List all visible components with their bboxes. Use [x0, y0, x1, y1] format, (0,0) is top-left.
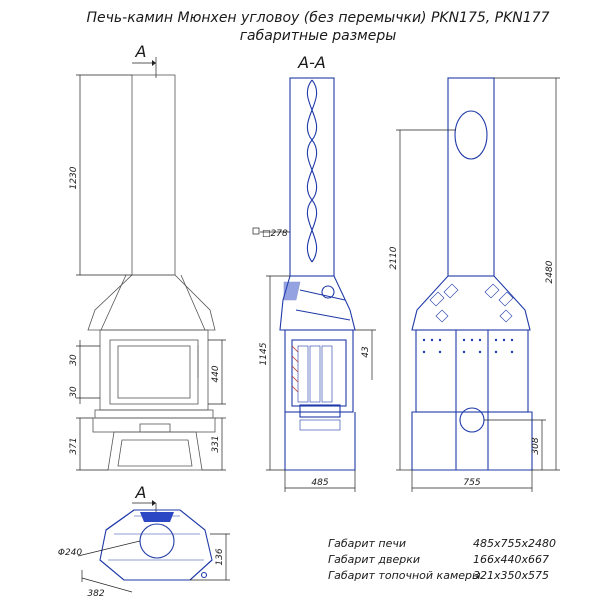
dim-total-height: 2480 [545, 260, 555, 283]
spec-value: 485x755x2480 [473, 537, 556, 550]
drawing-subtitle: габаритные размеры [240, 28, 397, 44]
plan-view: A Φ240 136 382 [58, 483, 230, 599]
dim-door-base: 331 [211, 435, 221, 452]
dim-tile-offset: 43 [361, 346, 371, 358]
section-label: A-A [297, 53, 326, 72]
dim-top-gap: 30 [69, 354, 79, 366]
rear-view: 2110 2480 308 755 [389, 77, 560, 492]
dim-body-height: 1145 [259, 342, 269, 365]
drawing-title: Печь-камин Мюнхен угловоу (без перемычки… [87, 10, 550, 26]
section-view: A-A □278 1145 43 485 [252, 53, 376, 492]
cut-label-bottom: A [135, 483, 147, 502]
dim-door-height: 440 [211, 365, 221, 382]
spec-label: Габарит топочной камеры [328, 569, 481, 582]
front-view: A 1230 30 30 440 [69, 42, 226, 471]
spec-value: 166x440x667 [473, 553, 549, 566]
dim-plan-width: 382 [87, 589, 104, 599]
dim-base-height: 371 [69, 437, 79, 454]
dim-total-to-hood: 2110 [389, 246, 399, 269]
spec-label: Габарит печи [328, 537, 406, 550]
spec-value: 321x350x575 [473, 569, 549, 582]
specs-table: Габарит печи 485x755x2480 Габарит дверки… [328, 537, 556, 582]
dim-flue-diameter: Φ240 [58, 548, 83, 558]
dim-plan-depth: 136 [215, 548, 225, 565]
dim-bottom-gap: 30 [69, 386, 79, 398]
dim-chimney-height: 1230 [69, 166, 79, 189]
dim-pipe-square: □278 [262, 229, 288, 239]
cut-label-top: A [135, 42, 147, 61]
dim-section-depth: 485 [311, 478, 328, 488]
spec-label: Габарит дверки [328, 553, 420, 566]
dim-outlet-height: 308 [531, 437, 541, 454]
dim-rear-width: 755 [463, 478, 480, 488]
